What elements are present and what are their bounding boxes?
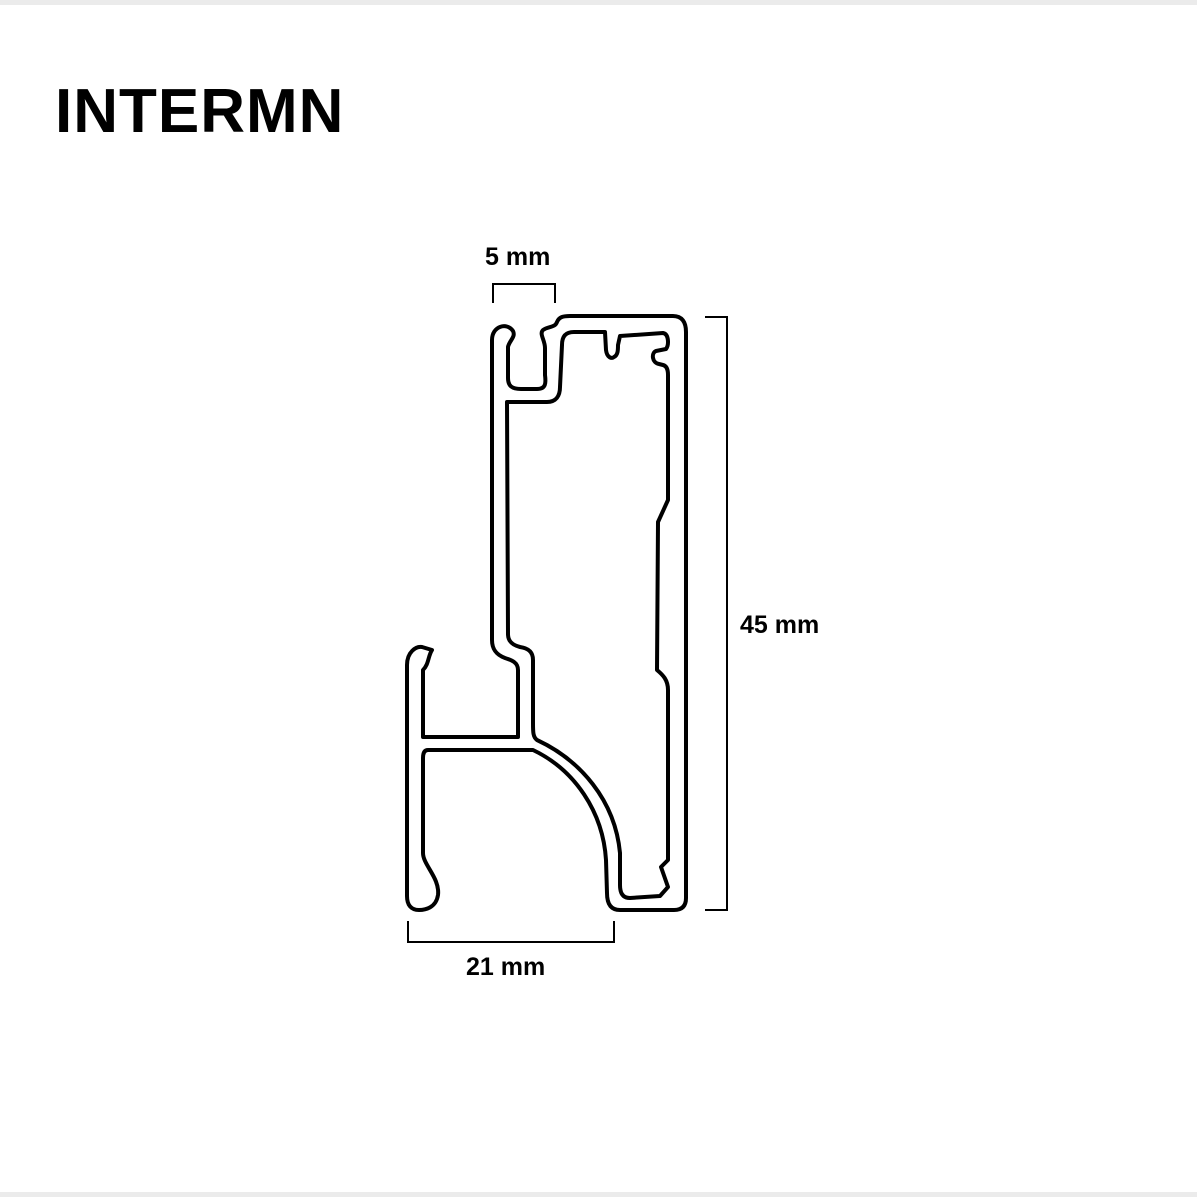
top-border	[0, 0, 1197, 5]
dimension-label-width: 21 mm	[466, 953, 546, 981]
dimension-label-top-opening: 5 mm	[485, 243, 551, 271]
profile-title: INTERMN	[55, 77, 345, 146]
dimension-bracket-width	[407, 921, 615, 943]
bottom-border	[0, 1192, 1197, 1197]
profile-outer-contour	[405, 314, 688, 912]
profile-inner-hollow	[505, 330, 670, 900]
dimension-bracket-top-opening	[492, 283, 556, 303]
dimension-label-height: 45 mm	[740, 611, 820, 639]
dimension-bracket-height	[705, 316, 728, 911]
